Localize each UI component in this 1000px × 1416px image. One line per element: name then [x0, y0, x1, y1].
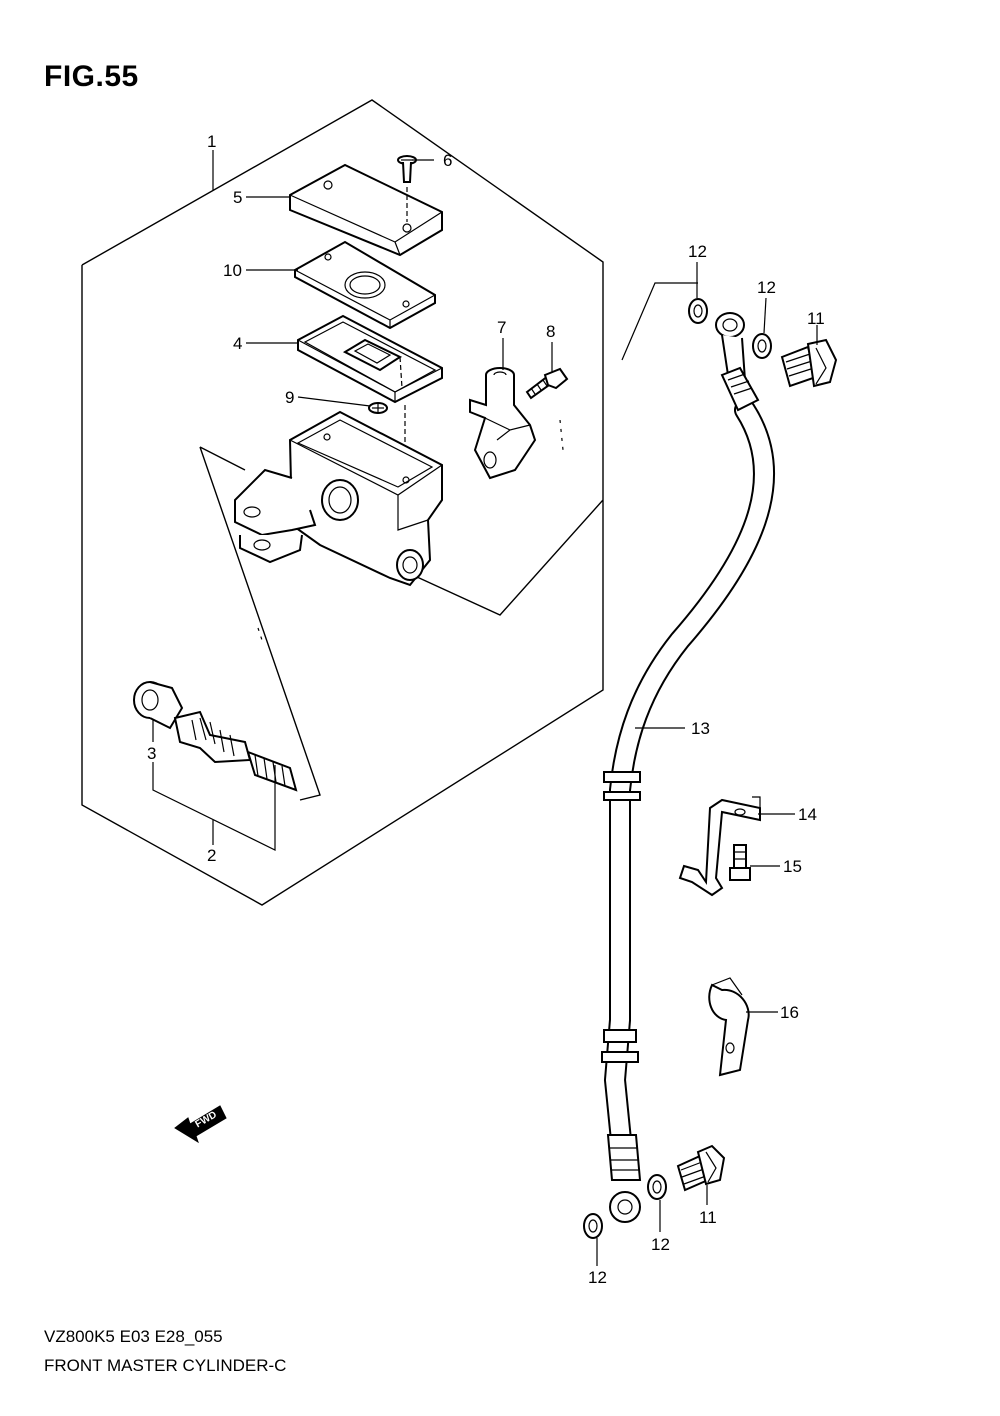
small-screw: [368, 402, 406, 470]
callout-11-bottom: 11: [699, 1208, 717, 1227]
lever-holder: [469, 367, 537, 480]
callout-1: 1: [207, 132, 216, 151]
washer-top-left: [688, 298, 708, 324]
piston-assembly: [133, 681, 298, 792]
callout-12-bottom-left: 12: [588, 1268, 607, 1287]
model-code: VZ800K5 E03 E28_055: [44, 1327, 223, 1346]
callout-labels: 1 2 3 4 5 6 7 8 9 10 11 11 12 12 12 12 1…: [147, 132, 825, 1287]
reservoir-plate: [294, 240, 436, 330]
body-outline: [199, 446, 321, 801]
brake-hose: [601, 312, 776, 1223]
clamp-bolt: [525, 367, 569, 400]
callout-3: 3: [147, 744, 156, 763]
callout-12-top-right: 12: [757, 278, 776, 297]
callout-4: 4: [233, 334, 242, 353]
washer-bottom-right: [647, 1174, 667, 1200]
clamp-screw: [729, 844, 751, 881]
callout-14: 14: [798, 805, 817, 824]
washer-top-right: [752, 333, 772, 359]
union-bolt-bottom: [676, 1144, 726, 1192]
union-bolt-top: [780, 338, 838, 388]
figure-title: FIG.55: [44, 60, 139, 93]
cap-screw: [397, 155, 417, 222]
callout-13: 13: [691, 719, 710, 738]
hose-clamp: [678, 796, 761, 897]
master-cylinder-body: [234, 410, 443, 587]
washer-bottom-left: [583, 1213, 603, 1239]
callout-8: 8: [546, 322, 555, 341]
fwd-arrow: FWD: [174, 1105, 227, 1144]
assembly-name: FRONT MASTER CYLINDER-C: [44, 1356, 287, 1375]
assembly-boundary: [81, 99, 604, 906]
callout-10: 10: [223, 261, 242, 280]
reservoir-cap: [289, 163, 443, 257]
callout-5: 5: [233, 188, 242, 207]
leader-lines: [152, 150, 818, 1266]
callout-2: 2: [207, 846, 216, 865]
callout-6: 6: [443, 151, 452, 170]
callout-16: 16: [780, 1003, 799, 1022]
callout-12-bottom-right: 12: [651, 1235, 670, 1254]
diaphragm: [297, 314, 443, 404]
callout-15: 15: [783, 857, 802, 876]
hose-guide: [708, 977, 750, 1077]
callout-11-top: 11: [807, 309, 825, 328]
callout-9: 9: [285, 388, 294, 407]
callout-7: 7: [497, 318, 506, 337]
callout-12-top-left: 12: [688, 242, 707, 261]
